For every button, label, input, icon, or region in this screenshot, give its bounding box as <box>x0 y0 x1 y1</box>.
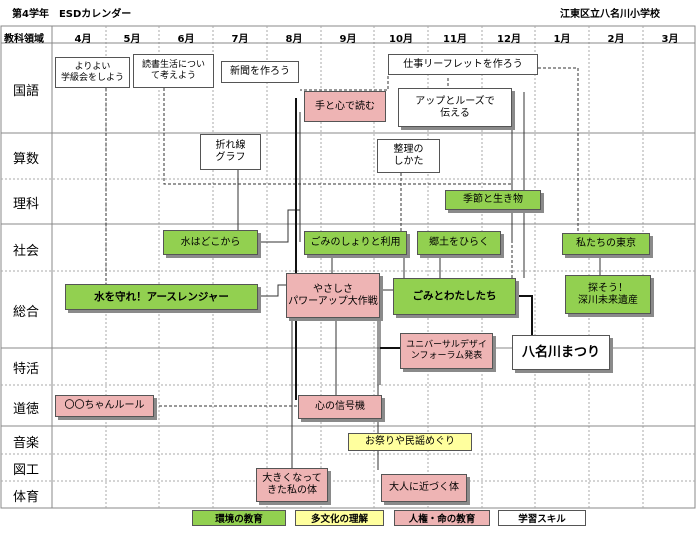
month-header: 9月 <box>339 34 357 45</box>
subject-ongaku: 音楽 <box>12 436 39 451</box>
activity-appu: アップとルーズで 伝える <box>398 88 512 127</box>
thick-connectors <box>295 98 533 400</box>
month-header: 3月 <box>661 34 679 45</box>
subject-kokugo: 国語 <box>12 84 39 99</box>
activity-mizu-doko: 水はどこから <box>163 230 258 255</box>
activity-tokyo: 私たちの東京 <box>562 233 650 255</box>
month-header: 2月 <box>607 34 625 45</box>
subject-shakai: 社会 <box>12 244 39 259</box>
page-title: 第4学年 ESDカレンダー <box>12 9 132 20</box>
month-header: 5月 <box>123 34 141 45</box>
subject-rika: 理科 <box>12 197 39 212</box>
subject-sansu: 算数 <box>12 152 39 167</box>
subject-sogo: 総合 <box>12 305 39 320</box>
activity-shinbun: 新聞を作ろう <box>221 61 299 83</box>
activity-tetokokoro: 手と心で読む <box>304 91 386 122</box>
school-name: 江東区立八名川小学校 <box>560 9 660 20</box>
legend-skill: 学習スキル <box>498 510 586 526</box>
activity-kokoro: 心の信号機 <box>298 395 382 419</box>
month-header: 6月 <box>177 34 195 45</box>
column-label: 教科領域 <box>4 34 44 45</box>
month-header: 11月 <box>443 34 467 45</box>
month-header: 7月 <box>231 34 249 45</box>
activity-kyodo: 郷土をひらく <box>417 231 501 255</box>
activity-ookiku: 大きくなって きた私の体 <box>256 468 328 502</box>
legend-env: 環境の教育 <box>192 510 286 526</box>
activity-mizu-mamore: 水を守れ！アースレンジャー <box>65 284 258 310</box>
month-header: 4月 <box>74 34 92 45</box>
subject-dotoku: 道徳 <box>12 402 39 417</box>
month-header: 12月 <box>497 34 521 45</box>
subject-zuko: 図工 <box>12 463 39 478</box>
activity-matsuri: 八名川まつり <box>512 335 610 370</box>
activity-gomi-shori: ごみのしょりと利用 <box>304 231 407 255</box>
activity-marumaru: 〇〇ちゃんルール <box>55 395 154 417</box>
legend-rights: 人権・命の教育 <box>394 510 490 526</box>
subject-tokkatsu: 特活 <box>12 362 39 377</box>
activity-omatsuri: お祭りや民謡めぐり <box>348 433 472 451</box>
activity-seiri: 整理の しかた <box>377 139 440 173</box>
activity-oresen: 折れ線 グラフ <box>200 134 261 170</box>
activity-shigoto: 仕事リーフレットを作ろう <box>388 54 538 75</box>
activity-dokusho: 読書生活につい て考えよう <box>133 54 214 88</box>
legend-culture: 多文化の理解 <box>295 510 384 526</box>
month-header: 10月 <box>389 34 413 45</box>
activity-universal: ユニバーサルデザイ ンフォーラム発表 <box>400 333 493 369</box>
subject-taiiku: 体育 <box>12 490 39 505</box>
activity-kisetsu: 季節と生き物 <box>445 190 541 210</box>
month-header: 1月 <box>553 34 571 45</box>
activity-yoriyoi: よりよい 学級会をしよう <box>55 57 130 88</box>
activity-sagasou: 探そう！ 深川未来遺産 <box>565 275 651 314</box>
activity-gomi-watashi: ごみとわたしたち <box>393 278 516 315</box>
month-header: 8月 <box>285 34 303 45</box>
activity-yasashisa: やさしさ パワーアップ大作戦 <box>286 273 380 318</box>
activity-otona: 大人に近づく体 <box>381 474 467 502</box>
solid-connectors <box>237 92 601 470</box>
